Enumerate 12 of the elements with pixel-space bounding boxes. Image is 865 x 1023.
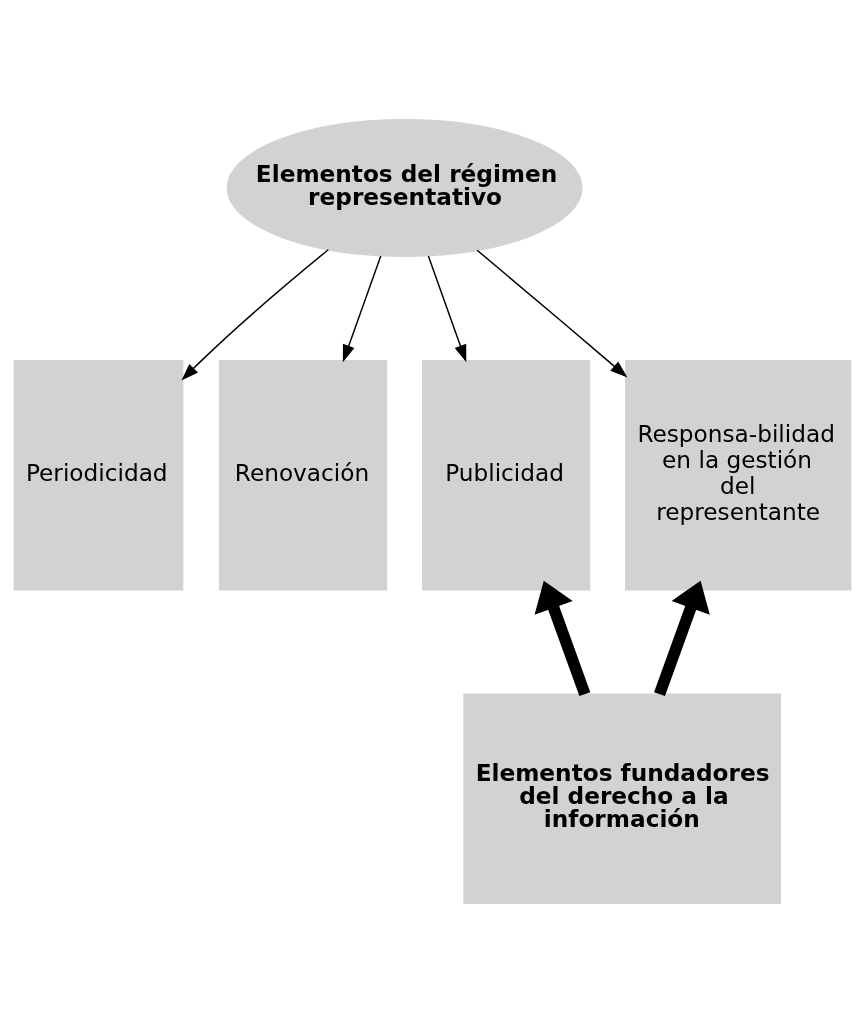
arrow bbox=[534, 580, 591, 697]
node-box: Elementos fundadores del derecho a la información bbox=[463, 693, 782, 904]
arrow bbox=[342, 255, 382, 363]
arrow bbox=[476, 249, 628, 378]
arrow bbox=[654, 580, 710, 697]
node-box: Responsa-bilidad en la gestión del representante bbox=[625, 359, 852, 591]
node-box: Renovación bbox=[218, 359, 388, 591]
node-box: Publicidad bbox=[422, 359, 591, 591]
arrow bbox=[181, 249, 329, 381]
node-box: Periodicidad bbox=[13, 359, 184, 591]
node-ellipse: Elementos del régimen representativo bbox=[226, 119, 583, 257]
arrow bbox=[427, 255, 467, 363]
